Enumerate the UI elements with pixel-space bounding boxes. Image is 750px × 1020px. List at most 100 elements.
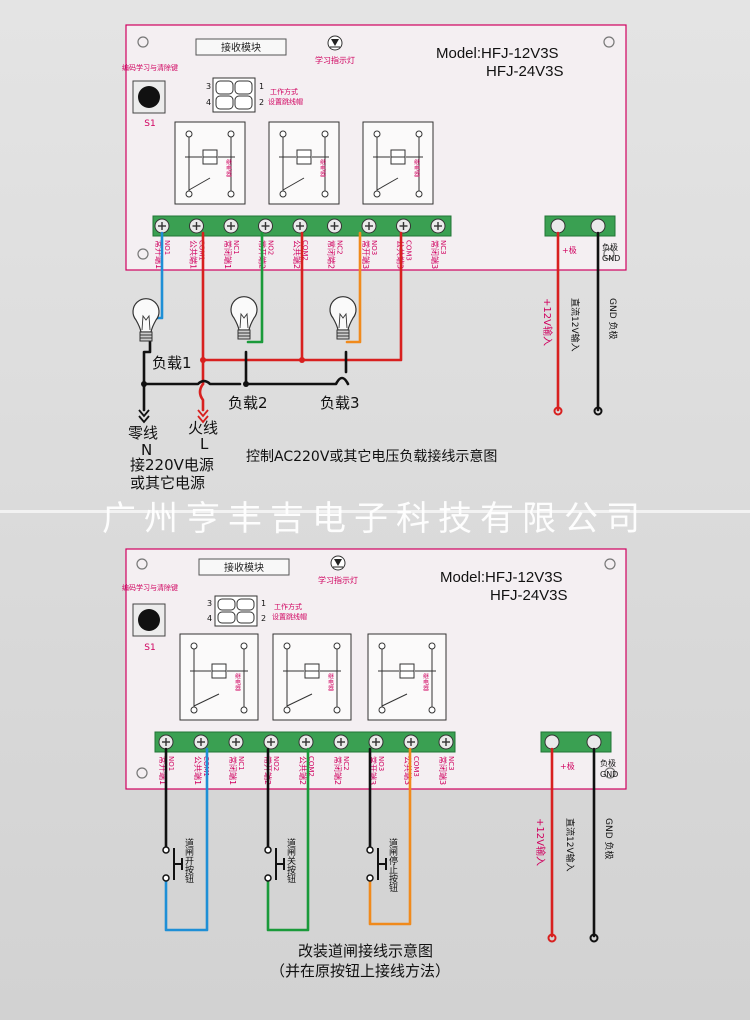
s1-caption: 编码学习与清除键 <box>122 583 178 592</box>
separator <box>0 510 750 513</box>
power-plus-screw <box>544 734 560 750</box>
terminal-label-en: NO1 <box>167 756 175 771</box>
terminal-label-en: COM1 <box>198 240 206 261</box>
company-watermark: 广州亨丰吉电子科技有限公司 <box>102 499 648 539</box>
relay: 继电器 <box>362 121 434 205</box>
wire-live <box>198 382 205 412</box>
power-input-label: +12V输入 <box>541 298 554 346</box>
terminal-label-cn: 公共端2 <box>292 240 302 269</box>
button-group: 道闸开按钮 道闸关按钮 道闸停止按钮 <box>162 837 398 892</box>
terminal-screw <box>158 734 174 750</box>
terminal-label-cn: 公共端1 <box>189 240 199 269</box>
mount-hole <box>137 248 149 260</box>
push-button-icon: 道闸开按钮 <box>162 837 194 883</box>
relay: 继电器 <box>367 633 447 721</box>
model-line-1: Model:HFJ-12V3S <box>440 569 563 586</box>
power-input-label: 直流12V输入 <box>569 298 581 352</box>
diagram-2: 接收模块 学习指示灯 Model:HFJ-12V3S HFJ-24V3S 编码学… <box>122 548 627 980</box>
source-label: 接220V电源 <box>130 456 214 474</box>
s1-button <box>138 609 160 631</box>
terminal-label-en: NO2 <box>267 240 275 255</box>
mount-hole <box>603 248 615 260</box>
terminal-label-cn: 常闭端1 <box>223 240 233 269</box>
terminal-label-cn: 常开端3 <box>361 240 371 269</box>
wire-no2 <box>246 231 264 344</box>
terminal-screw <box>258 218 273 234</box>
push-button-icon: 道闸停止按钮 <box>366 837 398 892</box>
jumper-text: 设置跳线帽 <box>268 97 303 106</box>
terminal-label-en: NC3 <box>439 240 447 255</box>
s1-label: S1 <box>144 119 155 129</box>
terminal-label-en: NO3 <box>370 240 378 255</box>
terminal-label-cn: 常开端1 <box>154 240 164 269</box>
terminal-screw <box>223 218 239 234</box>
power-gnd-screw <box>590 218 606 234</box>
terminal-label-en: NO3 <box>377 756 385 771</box>
power-plus-label: +极 <box>562 245 577 255</box>
diagram-1-caption: 控制AC220V或其它电压负载接线示意图 <box>246 448 497 465</box>
terminal-label-cn: 公共端3 <box>403 756 413 785</box>
neutral-n-label: N <box>141 441 152 459</box>
terminal-screw <box>298 734 314 750</box>
terminal-label-cn: 常闭端1 <box>228 756 238 785</box>
terminal-label-en: NC1 <box>232 240 240 255</box>
terminal-screw <box>189 218 204 234</box>
button-label: 道闸开按钮 <box>183 837 194 883</box>
terminal-screw <box>228 734 244 750</box>
diagram-2-caption: 改装道闸接线示意图 <box>298 942 433 960</box>
junction-dot <box>200 357 206 363</box>
button-label: 道闸停止按钮 <box>387 837 398 892</box>
terminal-label-en: NO1 <box>163 240 171 255</box>
load-2-label: 负载2 <box>228 394 268 412</box>
terminal-screw <box>361 218 377 234</box>
diagram-1: 接收模块 学习指示灯 Model:HFJ-12V3S HFJ-24V3S 编码学… <box>122 24 627 492</box>
module-label: 接收模块 <box>224 561 264 574</box>
power-gnd-label: GND <box>600 770 618 779</box>
learn-led-icon <box>327 35 343 51</box>
jumper-text: 设置跳线帽 <box>272 612 307 621</box>
power-gnd-label: 负极 <box>600 758 616 768</box>
module-label-box <box>195 38 287 56</box>
terminal-label-cn: 常闭端2 <box>327 240 337 269</box>
neutral-label: 零线 <box>128 424 158 442</box>
relay-label: 继电器 <box>225 158 232 178</box>
diagram-2-subcaption: （并在原按钮上接线方法） <box>270 962 450 980</box>
s1-button <box>138 86 160 108</box>
mount-hole <box>604 558 616 570</box>
terminal-screw <box>327 218 342 234</box>
relay: 继电器 <box>174 121 246 205</box>
module-label-box <box>198 558 290 576</box>
terminal-screw <box>333 734 349 750</box>
terminal-label-cn: 常闭端3 <box>430 240 440 269</box>
bulb-group <box>132 296 357 342</box>
terminal-label-en: NC3 <box>447 756 455 771</box>
relay-label: 继电器 <box>413 158 420 178</box>
terminal-label-cn: 常闭端2 <box>333 756 343 785</box>
terminal-screw <box>430 218 446 234</box>
terminal-screw <box>396 218 411 234</box>
module-label: 接收模块 <box>221 41 261 54</box>
jumper-pin-label: 1 <box>261 599 266 608</box>
push-button-icon: 道闸关按钮 <box>264 837 296 883</box>
mount-hole <box>604 767 616 779</box>
wire-com3 <box>368 747 412 926</box>
terminal-label-en: COM2 <box>301 240 309 261</box>
terminal-label-cn: 常开端3 <box>368 756 378 785</box>
relay-label: 继电器 <box>234 672 241 692</box>
wire-neutral <box>142 338 350 412</box>
terminal-screws <box>154 218 446 234</box>
power-plus-label: +极 <box>560 761 575 771</box>
relay: 继电器 <box>272 633 352 721</box>
learn-led-label: 学习指示灯 <box>318 575 358 585</box>
relay-group: 继电器 继电器 继电器 <box>174 121 434 205</box>
model-line-2: HFJ-24V3S <box>490 587 568 604</box>
terminal-label-en: COM3 <box>405 240 413 261</box>
s1-label: S1 <box>144 643 155 653</box>
wire-com2 <box>266 747 310 932</box>
live-label: 火线 <box>188 419 218 437</box>
source-label: 或其它电源 <box>130 474 205 492</box>
relay-label: 继电器 <box>319 158 326 178</box>
junction-dot <box>299 357 305 363</box>
